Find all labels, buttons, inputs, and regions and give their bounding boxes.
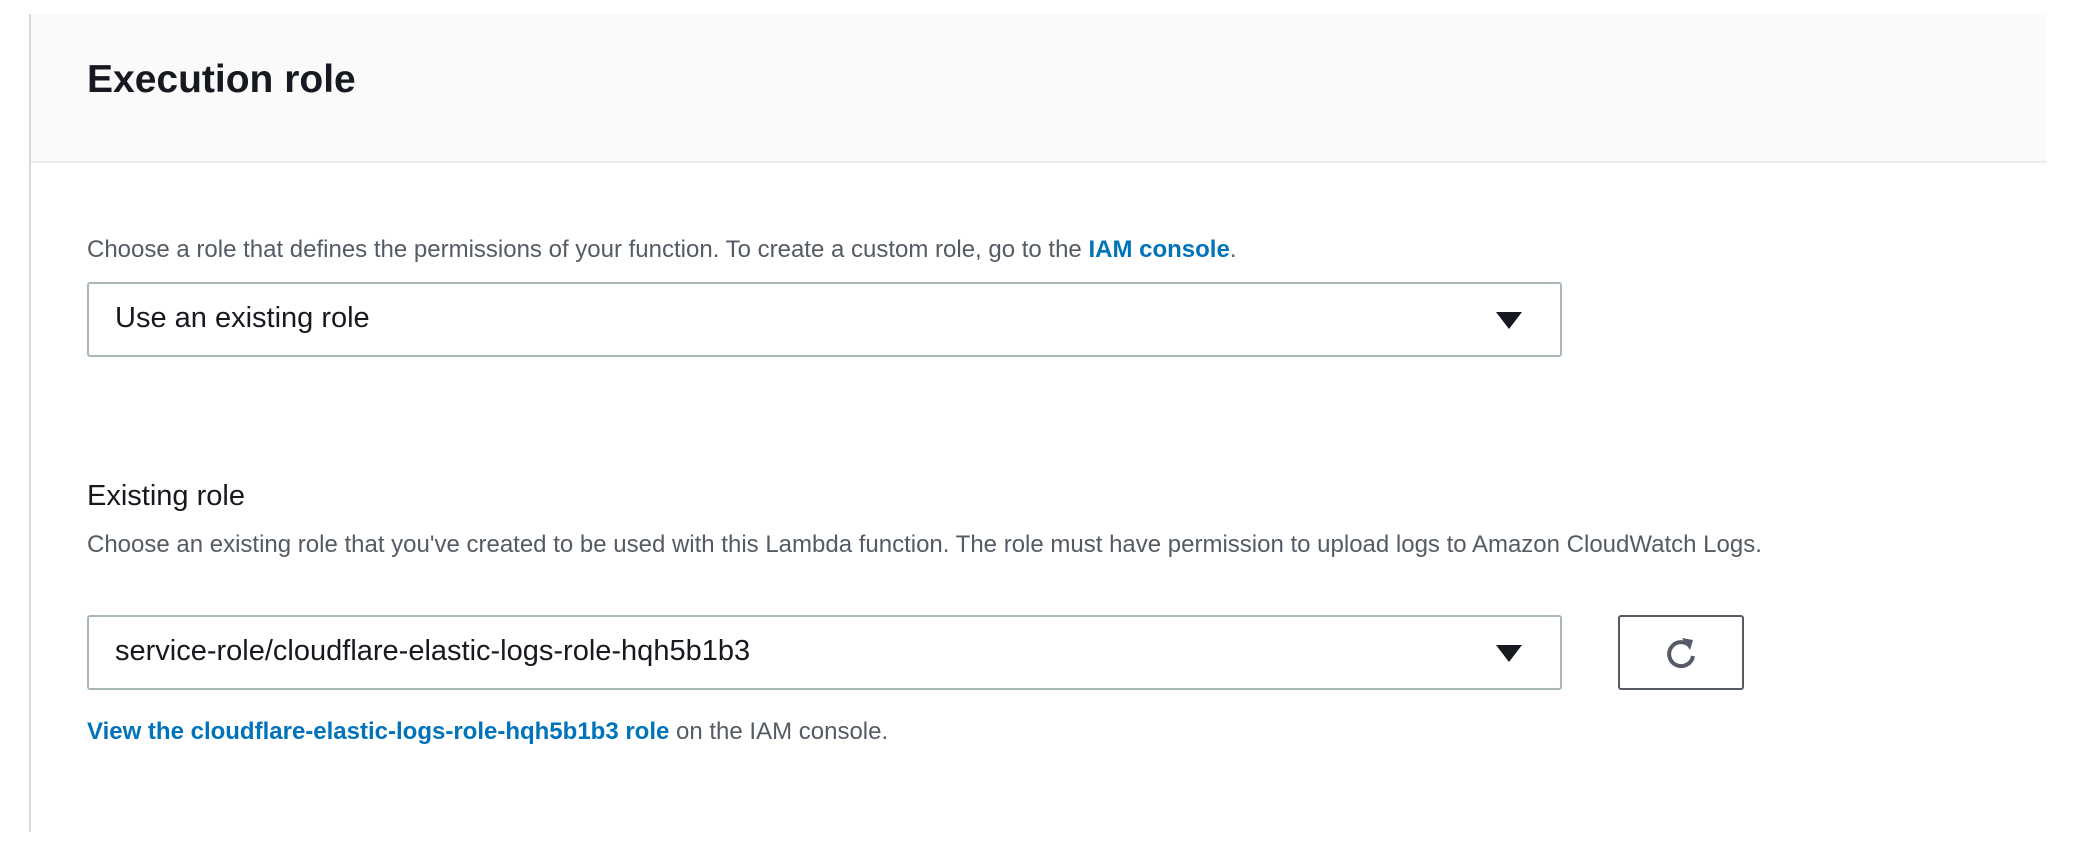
existing-role-value: service-role/cloudflare-elastic-logs-rol… [115,635,751,667]
role-type-select[interactable]: Use an existing role [87,282,1562,357]
iam-console-link[interactable]: IAM console [1088,236,1230,263]
view-role-line: View the cloudflare-elastic-logs-role-hq… [87,715,888,749]
refresh-icon [1667,637,1695,668]
role-description: Choose a role that defines the permissio… [87,233,1236,267]
view-role-link[interactable]: View the cloudflare-elastic-logs-role-hq… [87,718,670,745]
view-role-suffix: on the IAM console. [669,718,889,745]
caret-down-icon [1496,645,1522,662]
existing-role-select[interactable]: service-role/cloudflare-elastic-logs-rol… [87,615,1562,690]
existing-role-label: Existing role [87,480,245,512]
role-type-value: Use an existing role [115,302,370,334]
refresh-button[interactable] [1618,615,1744,690]
existing-role-description: Choose an existing role that you've crea… [87,531,1762,558]
role-description-period: . [1229,236,1237,263]
panel-header: Execution role [31,14,2046,163]
execution-role-panel: Execution role Choose a role that define… [29,14,2046,832]
role-description-text: Choose a role that defines the permissio… [87,236,1089,263]
caret-down-icon [1496,312,1522,329]
panel-title: Execution role [87,58,356,101]
